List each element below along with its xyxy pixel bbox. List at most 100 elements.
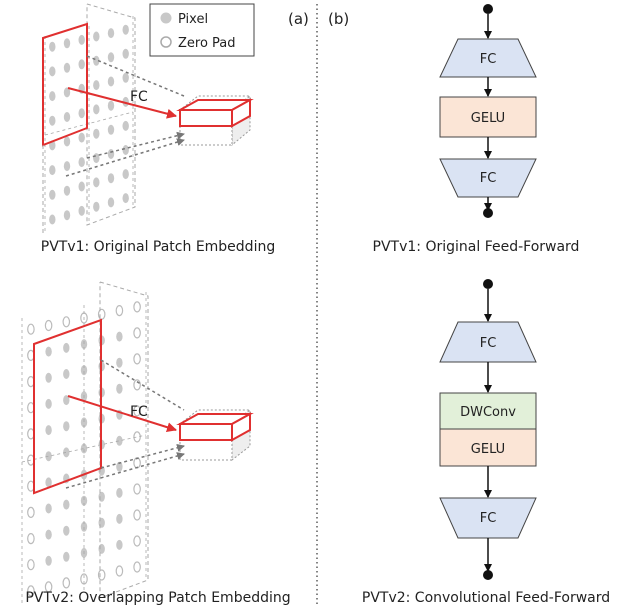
pixel-dot: [93, 177, 100, 188]
pixel-dot: [80, 339, 88, 350]
pixel-dot: [122, 120, 129, 131]
zero-pad-dot: [133, 301, 141, 313]
fc-reduce-block-top: [439, 158, 537, 198]
pixel-dot: [78, 205, 85, 216]
pixel-dot: [63, 499, 70, 510]
pixel-dot: [98, 517, 105, 528]
zero-pad-dot: [133, 535, 141, 547]
gelu-block-top: [439, 96, 537, 138]
pixel-dot: [63, 136, 71, 147]
grid-frame-bottom: [99, 281, 149, 599]
pixel-dot: [93, 128, 100, 139]
pixel-dot: [116, 331, 123, 342]
zero-pad-dot: [44, 581, 53, 593]
fc-label-top: FC: [130, 89, 148, 105]
pixel-dot: [93, 104, 100, 115]
zero-pad-dot: [27, 585, 35, 597]
pixel-dot: [45, 398, 52, 409]
pixel-dot: [78, 181, 85, 192]
patch-window-top: [42, 22, 88, 147]
pixel-dot: [63, 62, 71, 73]
fc-expand-block-bottom: [439, 321, 537, 363]
pixel-dot: [98, 491, 105, 502]
pixel-dot: [63, 525, 70, 536]
feature-cube-bottom: [176, 408, 254, 462]
caption-a-bottom: PVTv2: Overlapping Patch Embedding: [25, 590, 290, 606]
pixel-dot: [80, 417, 88, 428]
zero-pad-dot: [27, 532, 35, 545]
zero-pad-dot: [133, 457, 141, 469]
pixel-dot: [63, 342, 70, 353]
pixel-dot: [93, 55, 100, 66]
zero-pad-dot: [27, 559, 35, 571]
pixel-dot: [98, 543, 105, 554]
pixel-dot: [63, 551, 70, 562]
fc-reduce-block-bottom: [439, 497, 537, 539]
fc-arrow-bottom: [67, 395, 177, 433]
pixel-dot: [78, 59, 85, 70]
dwconv-label-bottom: DWConv: [460, 405, 516, 420]
zero-pad-dot: [133, 483, 141, 495]
pixel-dot: [45, 555, 52, 566]
pixel-dot: [49, 91, 56, 102]
zero-pad-dot: [62, 577, 71, 589]
pixel-dot: [45, 425, 52, 436]
caption-b-bottom: PVTv2: Convolutional Feed-Forward: [362, 590, 610, 606]
zero-pad-dot: [97, 308, 106, 320]
pixel-dot: [122, 72, 129, 83]
pixel-dot: [63, 395, 70, 406]
gelu-block-bottom: [439, 428, 537, 467]
pixel-dot: [116, 435, 123, 446]
pixel-dot: [116, 487, 123, 498]
pixel-dot: [107, 149, 115, 159]
output-node-bottom: [483, 570, 493, 580]
pixel-dot: [78, 132, 85, 143]
fc-reduce-label-bottom: FC: [480, 511, 497, 526]
pixel-dot: [63, 210, 71, 221]
pixel-dot: [78, 34, 85, 45]
legend-zero-pad-label: Zero Pad: [178, 36, 236, 51]
pixel-dot: [49, 41, 56, 52]
pixel-dot: [116, 383, 123, 394]
pixel-dot: [116, 539, 123, 550]
pixel-dot: [63, 447, 70, 458]
projection-line-bottom-2: [100, 443, 185, 469]
zero-pad-dot: [97, 569, 106, 581]
zero-pad-dot: [27, 506, 35, 519]
pixel-dot: [122, 169, 129, 180]
pixel-dot: [45, 477, 52, 488]
projection-line-bottom-1: [100, 359, 185, 411]
pixel-dot: [45, 346, 52, 357]
pixel-dot: [45, 451, 52, 462]
pixel-dot: [49, 115, 56, 126]
pixel-dot: [45, 372, 52, 383]
fc-label-bottom: FC: [130, 404, 148, 420]
patch-embed-bottom: FC PVTv2: Overlapping Patch Embedding: [21, 281, 291, 606]
output-token-top: [179, 109, 233, 127]
gelu-label-top: GELU: [471, 111, 505, 126]
zero-pad-dot: [115, 305, 124, 317]
pixel-grid-top: [44, 16, 134, 234]
pixel-dot: [122, 193, 129, 204]
pixel-dot: [63, 369, 70, 379]
fc-arrow-top: [67, 87, 177, 119]
zero-pad-dot: [133, 379, 141, 391]
pixel-dot: [78, 108, 85, 119]
fc-expand-block-top: [439, 38, 537, 78]
pixel-dot: [49, 214, 56, 225]
projection-line-bottom-3: [65, 452, 185, 489]
pixel-dot: [49, 165, 56, 176]
output-token-bottom: [179, 423, 233, 441]
pixel-dot: [78, 157, 85, 168]
patch-embed-top: FC PVTv1: Original Patch Embedding: [41, 3, 275, 255]
pixel-dot: [122, 24, 129, 35]
feature-cube-top: [176, 94, 254, 147]
panel-b: (b) FC GELU FC PVTv1: Original Feed-Forw…: [328, 4, 610, 606]
pixel-dot: [63, 38, 71, 49]
zero-pad-dot: [115, 565, 124, 577]
zero-pad-dot: [62, 316, 71, 328]
pixel-dot: [93, 31, 100, 42]
pixel-dot: [107, 173, 115, 184]
pixel-dot: [80, 443, 88, 454]
pixel-grid-bottom: [21, 292, 147, 606]
